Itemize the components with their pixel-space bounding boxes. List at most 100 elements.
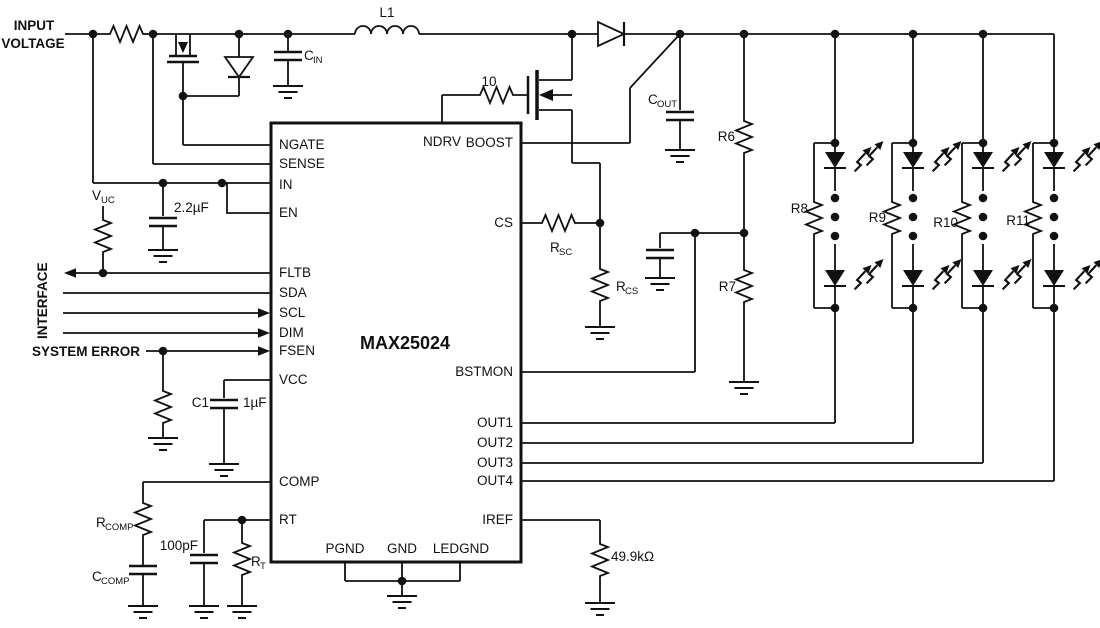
ground-symbol <box>663 148 697 164</box>
resistor-rcs <box>591 262 609 308</box>
label-c1: C1 <box>192 395 209 410</box>
interface-wires <box>63 268 271 356</box>
led-string-4 <box>1024 34 1100 309</box>
pin-label-boost: BOOST <box>466 135 513 150</box>
label-r8: R8 <box>791 201 808 216</box>
pin-label-scl: SCL <box>279 305 306 320</box>
ground-symbol <box>225 604 259 620</box>
pin-label-in: IN <box>279 177 293 192</box>
pin-label-pgnd: PGND <box>325 541 364 556</box>
label-1uf: 1µF <box>243 395 267 410</box>
capacitor-cin <box>271 34 305 100</box>
led-light-arrows-icon <box>1072 139 1100 291</box>
led-icon <box>823 269 847 287</box>
led-string-3 <box>953 34 1033 309</box>
pin-label-fltb: FLTB <box>279 265 311 280</box>
switch-source-wire <box>572 162 601 223</box>
out-return-wires <box>521 308 1055 482</box>
resistor-rt <box>233 536 251 582</box>
ground-symbol <box>727 380 761 396</box>
ground-symbol <box>271 84 305 100</box>
label-cin-sub: IN <box>313 55 323 66</box>
pin-label-ndrv: NDRV <box>423 134 461 149</box>
pin-label-en: EN <box>279 205 298 220</box>
ground-symbol <box>146 248 180 264</box>
pin-label-sense: SENSE <box>279 156 325 171</box>
led-icon <box>971 151 995 169</box>
label-rsc: R <box>550 240 560 255</box>
inductor-l1 <box>354 25 420 35</box>
pin-label-out2: OUT2 <box>477 435 513 450</box>
arrow-right-icon <box>258 328 270 338</box>
resistor-rcomp <box>134 496 152 542</box>
ground-bus <box>344 562 461 610</box>
label-vuc-sub: UC <box>101 195 115 206</box>
led-string-1 <box>805 34 885 309</box>
resistor-r7 <box>735 263 753 309</box>
diode-boost-rectifier <box>597 20 627 48</box>
label-iref-resistor: 49.9kΩ <box>611 549 654 564</box>
led-icon <box>901 269 925 287</box>
capacitor-c1 <box>207 379 271 478</box>
capacitor-cout <box>663 34 697 164</box>
ndrv-gate-wire <box>441 86 528 123</box>
label-vuc: V <box>92 188 101 203</box>
ic-body <box>269 121 523 564</box>
label-rsc-sub: SC <box>559 247 572 258</box>
r6-r7-divider <box>727 34 761 396</box>
label-cin: C <box>304 48 314 63</box>
label-2u2: 2.2µF <box>174 200 209 215</box>
mosfet-reverse-protection <box>167 34 271 146</box>
label-rt: R <box>251 554 261 569</box>
pin-label-sda: SDA <box>279 285 307 300</box>
label-rcs: R <box>616 279 626 294</box>
junction-dots <box>88 29 1059 586</box>
pin-label-out1: OUT1 <box>477 415 513 430</box>
label-r6: R6 <box>718 129 735 144</box>
boost-pin-wire <box>521 33 681 144</box>
resistor-vuc-pullup <box>94 206 112 273</box>
led-icon <box>1042 269 1066 287</box>
capacitor-2u2 <box>146 183 180 264</box>
label-l1: L1 <box>379 5 394 20</box>
pin-label-out3: OUT3 <box>477 455 513 470</box>
input-voltage-label: INPUT <box>14 18 55 33</box>
ground-symbol <box>207 462 241 478</box>
resistor-r6 <box>735 114 753 160</box>
bstmon-network <box>521 232 744 373</box>
led-icon <box>901 151 925 169</box>
pin-label-comp: COMP <box>279 474 320 489</box>
arrow-right-icon <box>258 308 270 318</box>
label-rcomp: R <box>96 515 106 530</box>
arrow-left-icon <box>64 268 76 278</box>
mosfet-boost-switch <box>526 34 573 163</box>
resistor-rsc <box>537 214 579 232</box>
label-ccomp-sub: COMP <box>101 576 130 587</box>
pin-label-ledgnd: LEDGND <box>433 541 490 556</box>
label-r10: R10 <box>933 215 958 230</box>
diode-input-clamp <box>223 34 255 96</box>
resistor-iref <box>591 537 609 583</box>
ground-symbol <box>146 436 180 452</box>
ground-symbol <box>583 601 617 617</box>
label-ccomp: C <box>92 569 102 584</box>
label-cout-sub: OUT <box>657 99 677 110</box>
pin-label-iref: IREF <box>482 512 513 527</box>
arrow-right-icon <box>258 346 270 356</box>
interface-label: INTERFACE <box>35 262 50 339</box>
label-gate-resistor: 10 <box>481 74 496 89</box>
label-rt-sub: T <box>260 561 266 572</box>
label-r11: R11 <box>1006 213 1030 228</box>
cs-rsc-network <box>521 214 617 341</box>
comp-network <box>126 481 271 620</box>
led-icon <box>823 151 847 169</box>
pin-label-dim: DIM <box>279 325 304 340</box>
rt-network <box>187 519 271 620</box>
iref-network <box>521 519 617 617</box>
resistor-system-error-pulldown <box>146 351 180 452</box>
resistor-input-series <box>105 25 147 43</box>
label-100pf: 100pF <box>160 538 198 553</box>
input-voltage-label: VOLTAGE <box>1 36 64 51</box>
